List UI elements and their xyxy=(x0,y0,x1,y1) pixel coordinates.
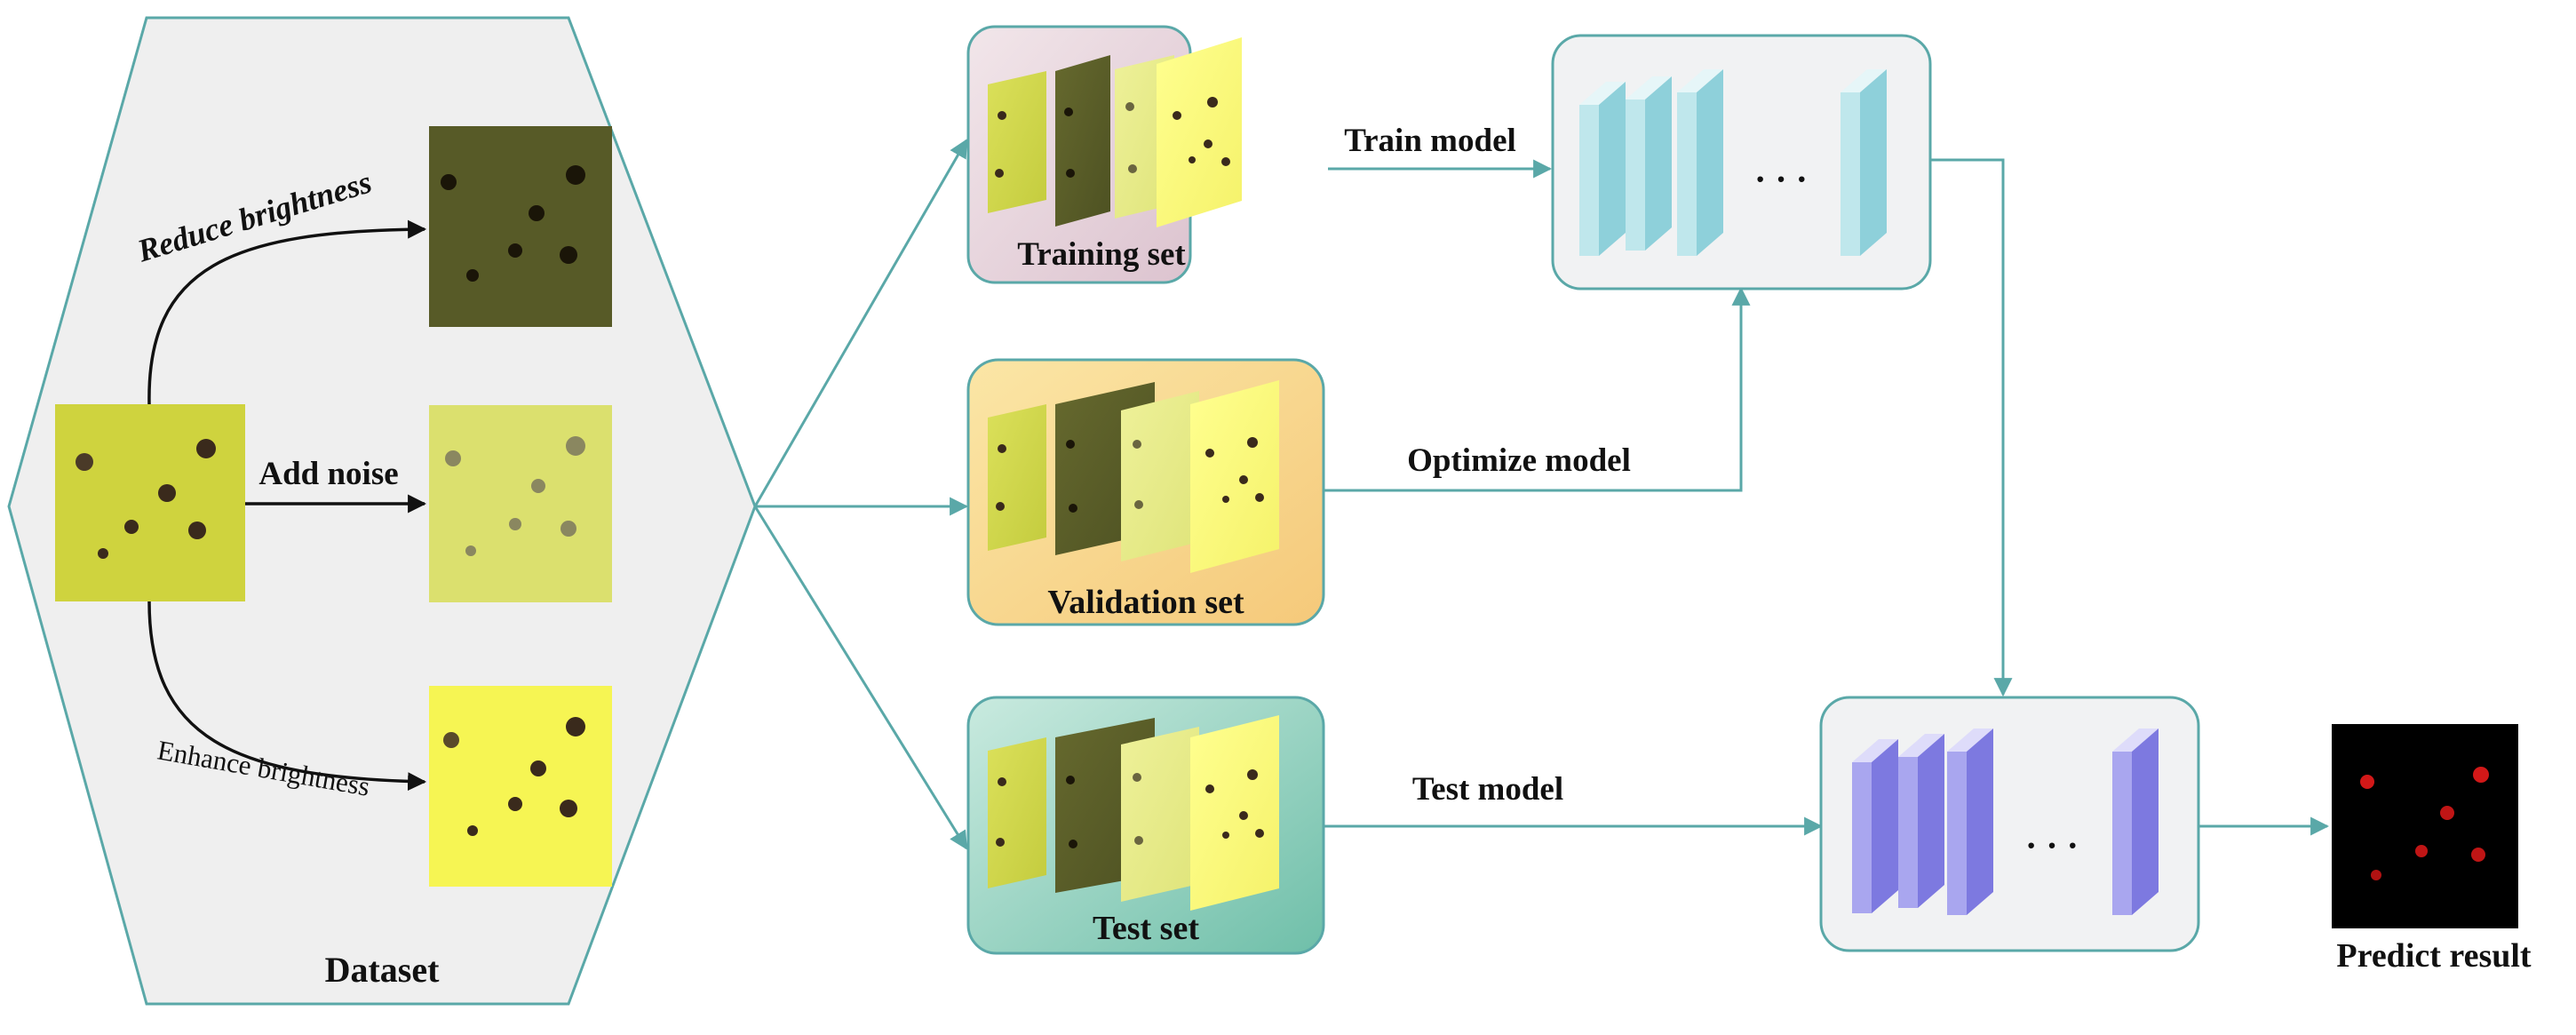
reduce-brightness-arrow xyxy=(147,219,427,405)
test-network-box: · · · xyxy=(1819,696,2200,952)
optimize-model-label: Optimize model xyxy=(1407,442,1631,479)
test-set-label: Test set xyxy=(1093,910,1199,947)
dataset-title: Dataset xyxy=(325,950,441,990)
training-set-label: Training set xyxy=(1017,236,1186,273)
test-plates xyxy=(988,715,1279,911)
trained-model-to-test-network-arrow xyxy=(1930,158,2013,697)
flow-to-training xyxy=(753,139,968,507)
add-noise-label: Add noise xyxy=(258,456,398,492)
enhanced-brightness-image xyxy=(429,686,612,887)
test-network-layers xyxy=(1852,728,2159,915)
validation-set-box: Validation set xyxy=(966,358,1325,626)
optimize-model-arrow xyxy=(1324,286,1751,492)
validation-set-label: Validation set xyxy=(1047,584,1244,621)
training-plates xyxy=(988,37,1242,227)
test-model-label: Test model xyxy=(1412,771,1563,808)
original-image xyxy=(55,404,245,601)
enhance-brightness-arrow xyxy=(147,601,427,792)
test-network-ellipsis: · · · xyxy=(2025,825,2079,865)
predict-result-image xyxy=(2332,724,2518,928)
test-set-box: Test set xyxy=(966,696,1325,955)
training-set-box: Training set xyxy=(966,25,1242,284)
validation-plates xyxy=(988,380,1279,573)
reduced-brightness-image xyxy=(429,126,612,327)
train-model-label: Train model xyxy=(1344,123,1516,159)
flow-to-test xyxy=(753,506,968,850)
training-network-ellipsis: · · · xyxy=(1754,159,1808,199)
training-network-box: · · · xyxy=(1551,34,1932,291)
predict-result-label: Predict result xyxy=(2336,937,2531,975)
training-network-layers xyxy=(1579,69,1887,256)
noise-image xyxy=(429,405,612,602)
